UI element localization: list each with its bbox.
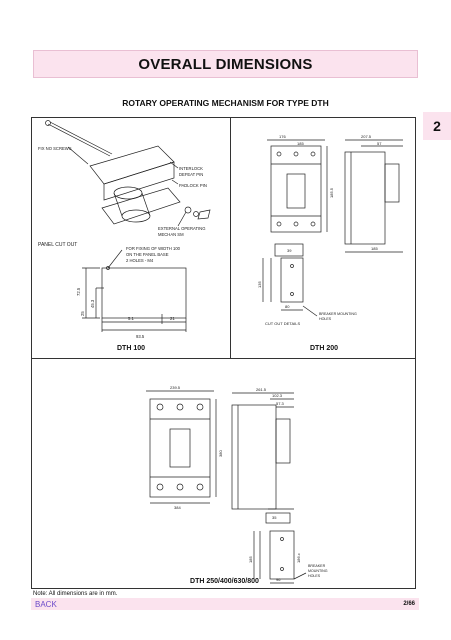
- dim-72-5: 72.5: [76, 287, 81, 296]
- label-interlock: INTERLOCK: [179, 166, 203, 171]
- dim-239-5: 239.5: [170, 385, 181, 390]
- dth100-drawing: FIX NO SCREWS INTERLOCK DEFEAT PIN PADLO…: [38, 120, 211, 339]
- dim-39: 39: [287, 248, 292, 253]
- dim-5-1: 5.1: [128, 316, 134, 321]
- dim-261-5: 261.5: [256, 387, 267, 392]
- dim-185-5: 185.5: [329, 187, 334, 198]
- dth250-drawing: 239.5 261.5 102.3 57.3 380 384 35 185 18…: [146, 385, 328, 584]
- dim-176: 176: [279, 134, 286, 139]
- dim-35: 35: [272, 515, 277, 520]
- page-title: OVERALL DIMENSIONS: [138, 55, 313, 73]
- dim-96: 96: [276, 577, 281, 582]
- label-bottom-holes: HOLES: [308, 574, 321, 578]
- back-link[interactable]: BACK: [35, 599, 57, 609]
- caption-dth200: DTH 200: [309, 345, 338, 352]
- dim-57: 57: [377, 141, 382, 146]
- label-padlock-pin: PADLOCK PIN: [179, 183, 207, 188]
- section-subtitle: ROTARY OPERATING MECHANISM FOR TYPE DTH: [122, 98, 329, 108]
- dim-93-5: 93.5: [136, 334, 145, 339]
- dim-80: 80: [285, 304, 290, 309]
- dim-185: 185: [297, 141, 304, 146]
- dim-135: 135: [257, 281, 262, 288]
- label-mechanism: MECHAN SM: [158, 232, 184, 237]
- page-number: 2/66: [403, 601, 415, 607]
- dim-185-b: 185: [371, 246, 378, 251]
- dim-102-3: 102.3: [272, 393, 283, 398]
- frame-vertical-divider: [230, 118, 231, 358]
- dim-380: 380: [218, 450, 223, 457]
- caption-dth250: DTH 250/400/630/800: [190, 578, 259, 585]
- label-fix-screws: FIX NO SCREWS: [38, 146, 72, 151]
- dimensions-note: Note: All dimensions are in mm.: [33, 591, 118, 597]
- label-breaker-holes: HOLES: [319, 317, 332, 321]
- label-bottom-mounting: MOUNTING: [308, 569, 328, 573]
- dim-207-5: 207.5: [361, 134, 372, 139]
- chapter-tab: 2: [423, 112, 451, 140]
- caption-dth100: DTH 100: [116, 345, 145, 352]
- dim-384: 384: [174, 505, 181, 510]
- drawings-frame: FIX NO SCREWS INTERLOCK DEFEAT PIN PADLO…: [31, 117, 416, 589]
- label-breaker-mounting: BREAKER MOUNTING: [319, 312, 357, 316]
- dim-25: 25: [80, 311, 85, 316]
- label-cut-out-details: CUT OUT DETAILS: [265, 321, 300, 326]
- label-defeat-pin: DEFEAT PIN: [179, 172, 203, 177]
- dim-21: 21: [170, 316, 175, 321]
- page-title-band: OVERALL DIMENSIONS: [33, 50, 418, 78]
- dth200-drawing: 176 185 207.5 57 185.5 185 39 135 80 BRE…: [257, 134, 403, 326]
- footer-band: BACK 2/66: [31, 598, 419, 610]
- label-fixing-2: ON THE PANEL BASE: [126, 252, 169, 257]
- dim-57-3: 57.3: [276, 401, 285, 406]
- chapter-number: 2: [433, 118, 441, 134]
- label-bottom-breaker: BREAKER: [308, 564, 326, 568]
- label-external-operating: EXTERNAL OPERATING: [158, 226, 205, 231]
- dim-186-c: 186.c: [296, 553, 301, 563]
- label-fixing-3: 2 HOLES - M4: [126, 258, 154, 263]
- label-fixing-1: FOR FIXING OF WIDTH 100: [126, 246, 181, 251]
- frame-horizontal-divider: [32, 358, 415, 359]
- label-panel-cut-out: PANEL CUT OUT: [38, 242, 77, 248]
- dim-45-3: 45.3: [90, 299, 95, 308]
- dim-185-bottom: 185: [248, 556, 253, 563]
